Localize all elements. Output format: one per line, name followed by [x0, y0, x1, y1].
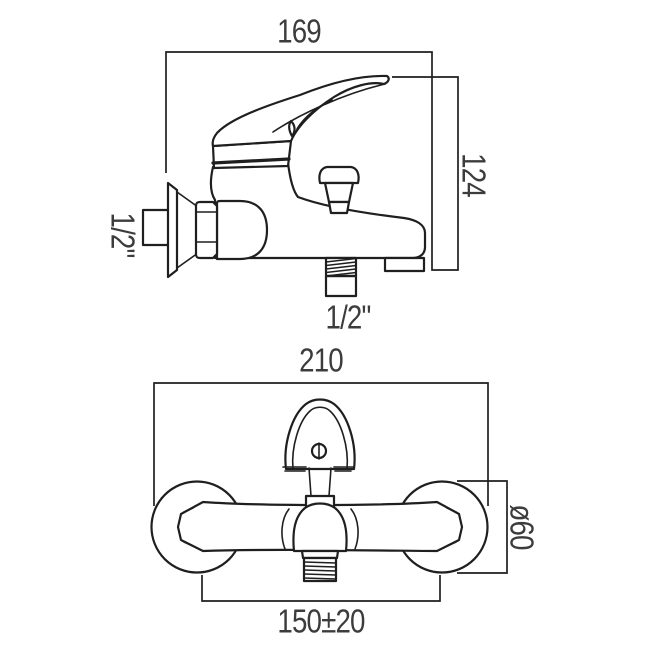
handle-detail-leaf: [288, 119, 296, 138]
outlet-nipple-side: [324, 274, 358, 298]
flange-diameter-dimension: [457, 480, 508, 574]
dim-label-front-width: 210: [299, 341, 344, 379]
thread-hatching-front: [303, 561, 337, 580]
inlet-stub: [141, 208, 170, 247]
union-nut-side: [194, 200, 219, 260]
wall-flange-plate: [166, 181, 179, 279]
flange-cone-lines: [176, 191, 199, 269]
lever-handle: [211, 74, 390, 148]
front-width-dimension: [153, 382, 489, 506]
diverter-foot-side: [327, 200, 351, 215]
bell-side-arc-right: [350, 508, 359, 550]
side-view: [141, 51, 459, 298]
side-dimension-lines: [165, 51, 459, 271]
handle-detail-line-2: [296, 99, 333, 130]
dim-label-flange-diameter: ø60: [503, 504, 541, 550]
centres-dimension: [201, 575, 441, 602]
bell-side-arc-left: [281, 508, 290, 550]
handle-front: [284, 398, 356, 471]
dim-label-side-width: 169: [277, 12, 322, 50]
spout-outlet: [383, 256, 426, 273]
diverter-neck-side: [323, 181, 355, 204]
union-nut-facets: [195, 211, 218, 243]
nut-chamfer-marks: [183, 507, 457, 547]
front-view: [150, 382, 508, 602]
bell-body-front: [292, 502, 348, 553]
escutcheon-lines: [282, 466, 354, 472]
dim-label-bottom-outlet: 1/2": [325, 298, 371, 336]
diverter-sides-front: [308, 467, 332, 497]
wall-hub: [215, 199, 269, 261]
dim-label-wall-inlet: 1/2": [104, 212, 142, 258]
collar-ring: [211, 157, 291, 165]
dim-label-inlet-centres: 150±20: [277, 602, 365, 640]
handle-front-inner: [291, 406, 349, 470]
diverter-cap-side: [318, 165, 360, 185]
dim-label-side-height: 124: [455, 153, 493, 197]
thread-hatching-side: [325, 257, 357, 277]
